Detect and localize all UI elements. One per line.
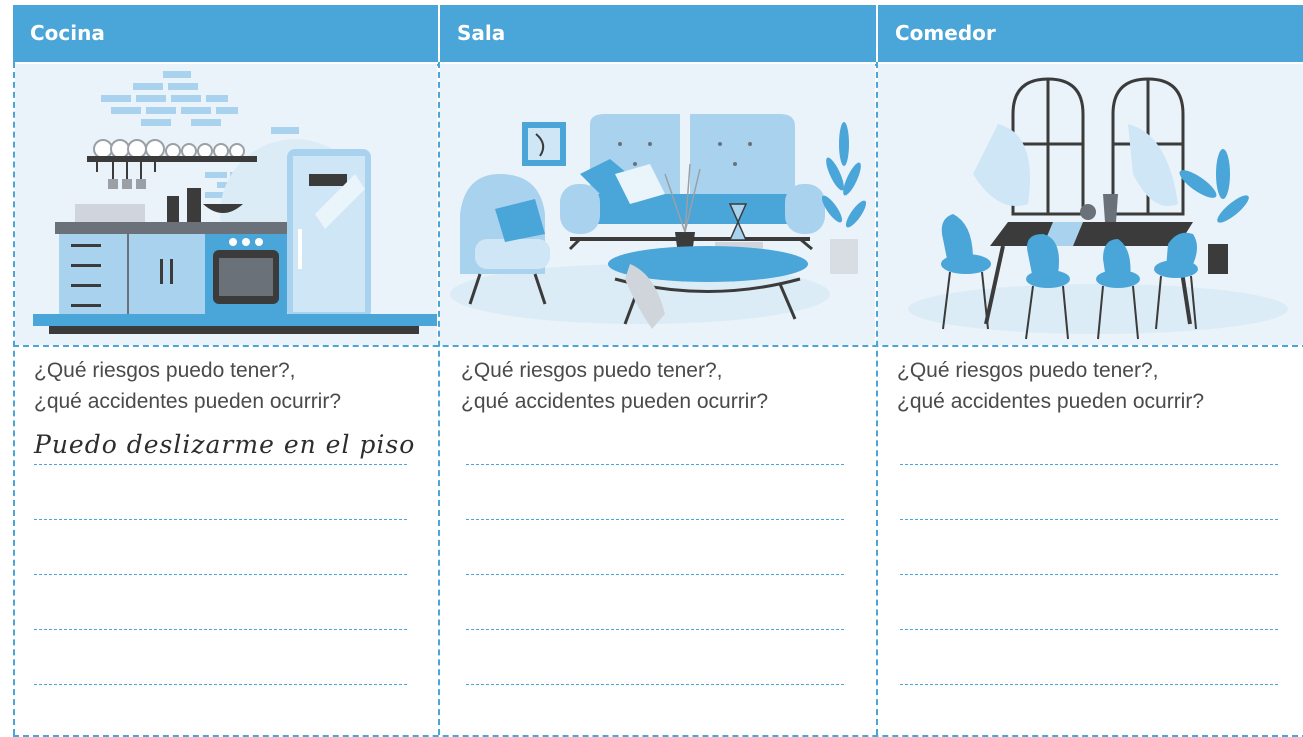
answer-line[interactable] [466, 574, 844, 575]
answer-line[interactable] [466, 519, 844, 520]
answer-line[interactable] [466, 464, 844, 465]
header-comedor: Comedor [895, 21, 996, 45]
answer-line[interactable] [900, 629, 1278, 630]
answer-line[interactable] [34, 519, 407, 520]
question-sala: ¿Qué riesgos puedo tener?, ¿qué accident… [461, 355, 768, 417]
answer-line[interactable] [900, 464, 1278, 465]
answer-cocina[interactable]: Puedo deslizarme en el piso [34, 430, 416, 459]
answer-line[interactable] [900, 574, 1278, 575]
living-room-illustration [440, 64, 875, 345]
answer-line[interactable] [900, 519, 1278, 520]
answer-line[interactable] [34, 684, 407, 685]
question-line-1: ¿Qué riesgos puedo tener?, [34, 359, 296, 382]
answer-line[interactable] [466, 629, 844, 630]
answer-line[interactable] [34, 629, 407, 630]
activity-table: Cocina Sala Comedor [13, 5, 1303, 737]
table-header: Cocina Sala Comedor [13, 5, 1303, 62]
question-line-1: ¿Qué riesgos puedo tener?, [897, 359, 1159, 382]
question-line-2: ¿qué accidentes pueden ocurrir? [34, 390, 342, 413]
question-line-1: ¿Qué riesgos puedo tener?, [461, 359, 723, 382]
question-line-2: ¿qué accidentes pueden ocurrir? [897, 390, 1205, 413]
question-comedor: ¿Qué riesgos puedo tener?, ¿qué accident… [897, 355, 1204, 417]
answer-line[interactable] [34, 464, 407, 465]
kitchen-illustration [15, 64, 437, 345]
header-sala: Sala [457, 21, 506, 45]
answer-line[interactable] [466, 684, 844, 685]
answer-line[interactable] [900, 684, 1278, 685]
answer-line[interactable] [34, 574, 407, 575]
header-cocina: Cocina [30, 21, 105, 45]
question-cocina: ¿Qué riesgos puedo tener?, ¿qué accident… [34, 355, 341, 417]
question-line-2: ¿qué accidentes pueden ocurrir? [461, 390, 769, 413]
dining-room-illustration [878, 64, 1303, 345]
